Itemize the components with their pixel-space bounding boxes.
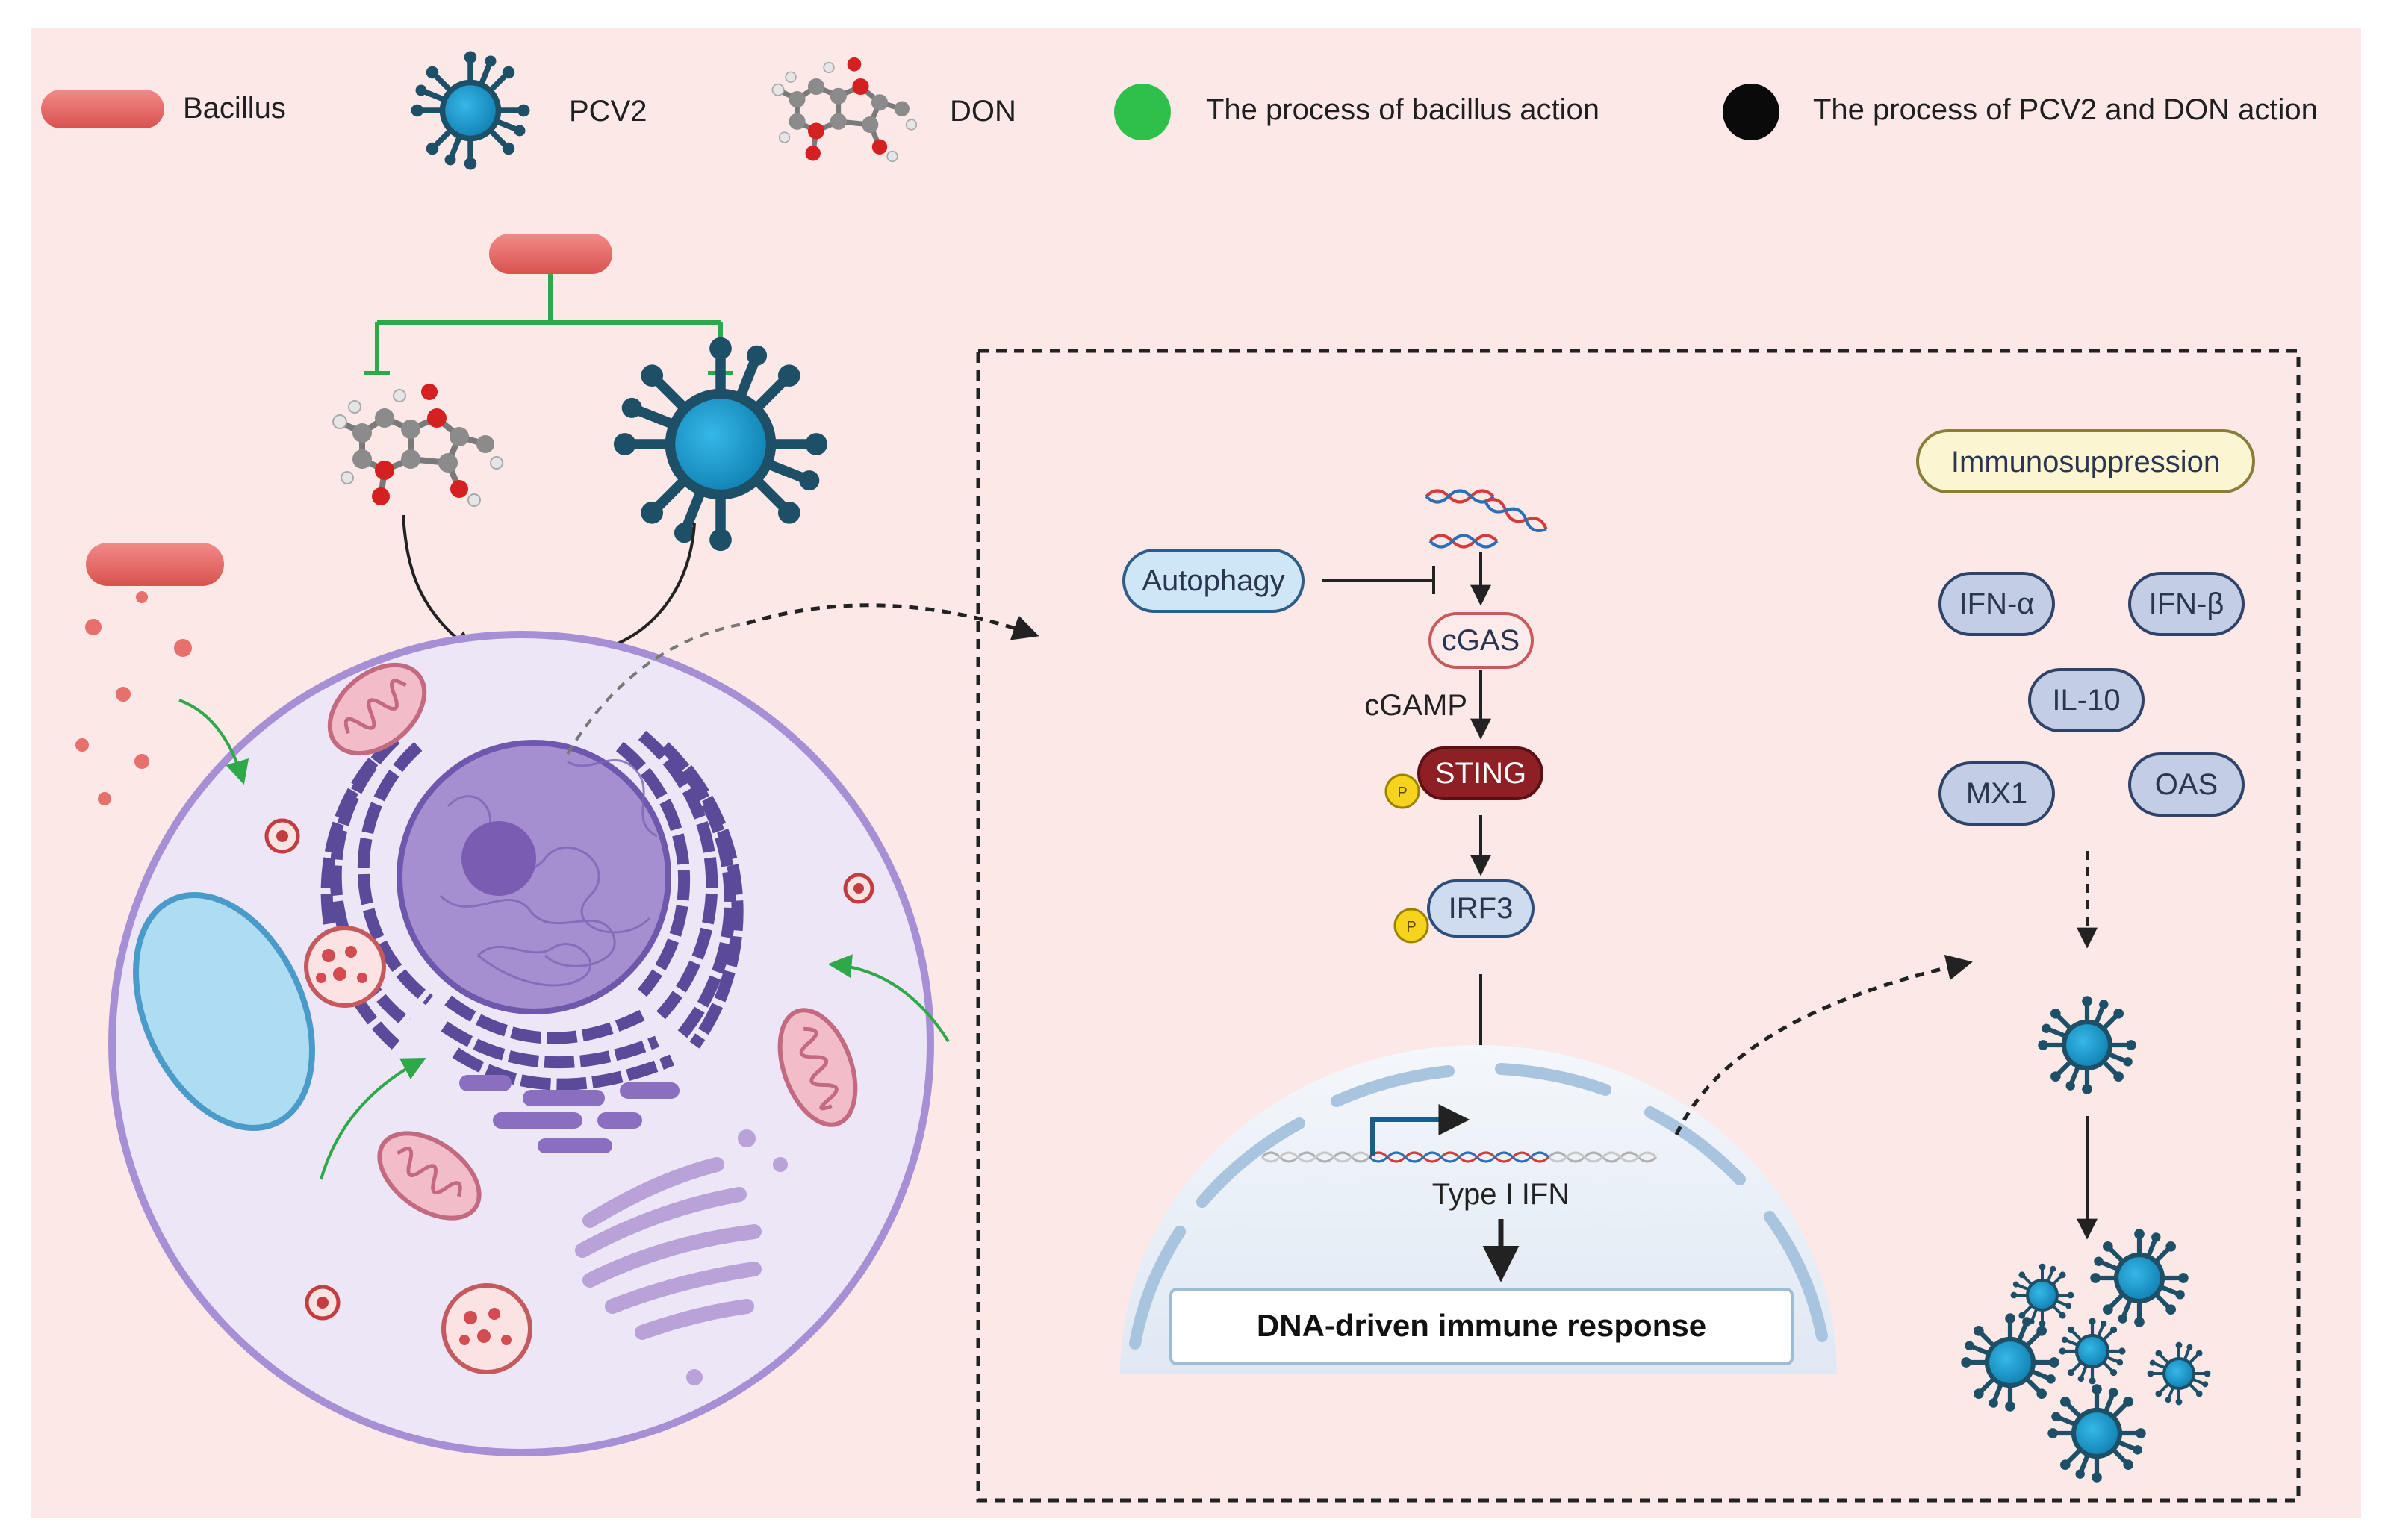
- vacuole: [133, 892, 315, 1131]
- nucleus-section: Type I IFN DNA-driven immune response: [1120, 954, 1973, 1374]
- phosphate-icon: [1393, 908, 1429, 944]
- virus-icon: [2090, 1229, 2188, 1327]
- cytokine-node-ifn-alpha: [1938, 572, 2055, 636]
- sting-node: [1417, 746, 1543, 800]
- immunosuppression-node: [1916, 429, 2255, 493]
- immune-response-box: [1169, 1288, 1794, 1365]
- host-cell: [108, 603, 1039, 1456]
- phosphate-label: P: [1397, 785, 1407, 801]
- cytokine-label: OAS: [2155, 768, 2218, 801]
- bacillus-inhibition: [333, 234, 827, 661]
- legend-bacillus-label: Bacillus: [183, 92, 286, 125]
- cytokine-label: IL-10: [2052, 684, 2120, 717]
- cytokine-node-mx1: [1938, 761, 2055, 826]
- legend: Bacillus PCV2 DON The process of bacillu…: [41, 52, 2318, 170]
- irf3-label: IRF3: [1449, 892, 1514, 925]
- cytokine-node-il-10: [2028, 668, 2145, 732]
- nucleolus: [461, 821, 536, 896]
- immunosuppression-label: Immunosuppression: [1951, 446, 2220, 478]
- pathway-detail-box: [976, 349, 2301, 1503]
- virus-icon: [2011, 1264, 2074, 1327]
- cytokine-label: IFN-α: [1959, 587, 2035, 620]
- bacillus-capsule-icon: [41, 90, 164, 128]
- green-dot-icon: [1114, 84, 1171, 140]
- phosphate-label: P: [1406, 919, 1416, 935]
- legend-pcv2-don-process-label: The process of PCV2 and DON action: [1813, 93, 2318, 126]
- virus-icon: [614, 337, 827, 551]
- bacillus-capsule-icon: [86, 543, 224, 586]
- cgamp-label: cGAMP: [1364, 689, 1467, 722]
- immune-outcome: Immunosuppression IFN-α IFN-β IL-10 MX1 …: [1916, 429, 2255, 1483]
- virus-icon: [2047, 1384, 2145, 1482]
- irf3-node: [1427, 879, 1535, 938]
- legend-don-label: DON: [950, 95, 1016, 128]
- sting-label: STING: [1435, 757, 1526, 790]
- virus-icon: [2148, 1342, 2211, 1406]
- bacillus-capsule-icon: [489, 234, 612, 274]
- virus-icon: [2059, 1318, 2125, 1384]
- golgi: [575, 1157, 762, 1340]
- virus-icon: [411, 52, 530, 170]
- autophagy-node: [1122, 549, 1305, 613]
- immune-response-label: DNA-driven immune response: [1257, 1308, 1706, 1343]
- virus-icon: [2038, 996, 2136, 1094]
- mitochondria: [327, 662, 858, 1221]
- virus-icon: [1961, 1313, 2059, 1411]
- cytokine-node-ifn-beta: [2128, 572, 2245, 636]
- black-dot-icon: [1723, 84, 1779, 140]
- autophagy-label: Autophagy: [1142, 564, 1284, 597]
- type-i-ifn-label: Type I IFN: [1432, 1178, 1570, 1211]
- legend-pcv2-label: PCV2: [569, 95, 647, 128]
- cytokine-label: MX1: [1966, 777, 2027, 810]
- cgas-node: [1428, 612, 1534, 669]
- nucleus: [397, 740, 671, 1014]
- cgas-sting-pathway: Autophagy cGAS cGAMP STING P IRF3 P: [1122, 489, 1548, 1102]
- dna-fragments-icon: [1425, 489, 1548, 549]
- cytokine-label: IFN-β: [2149, 587, 2224, 620]
- cgas-label: cGAS: [1442, 624, 1520, 657]
- cytokine-node-oas: [2128, 752, 2245, 817]
- dna-strand-icon: [1260, 1151, 1658, 1163]
- legend-bacillus-process-label: The process of bacillus action: [1206, 93, 1599, 126]
- phosphate-icon: [1384, 773, 1420, 809]
- lysosomes: [264, 818, 874, 1374]
